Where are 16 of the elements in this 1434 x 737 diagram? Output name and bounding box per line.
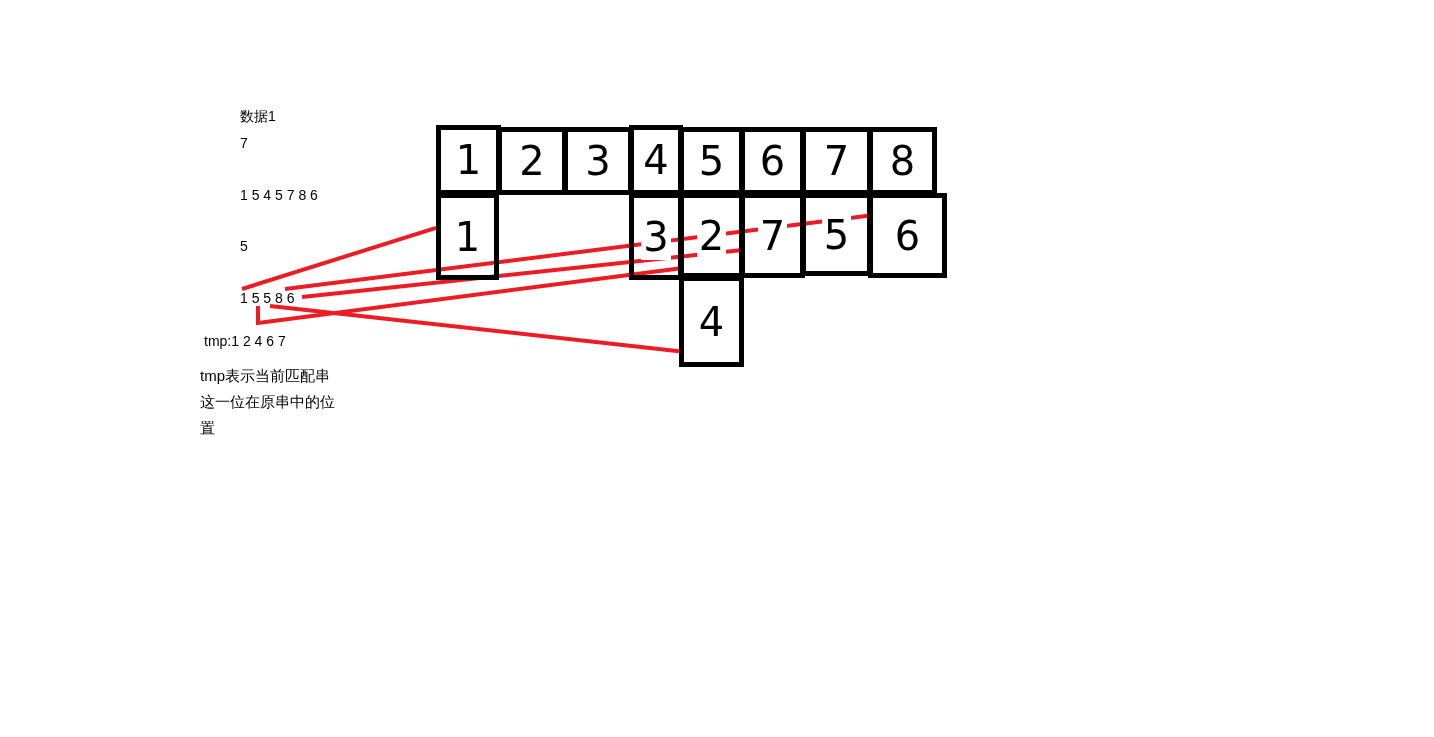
grid-cell: 6 <box>868 193 947 278</box>
sequence-text: 1 5 5 8 6 <box>240 289 295 307</box>
data-text: 1 5 4 5 7 8 6 <box>240 186 318 204</box>
leader-line <box>269 304 680 354</box>
data-text: 5 <box>240 237 248 255</box>
leader-line <box>301 248 741 299</box>
data-text: tmp:1 2 4 6 7 <box>204 332 286 350</box>
data-text: 7 <box>240 134 248 152</box>
data-text: 数据1 <box>240 107 276 125</box>
leader-line <box>241 225 437 291</box>
grid-cell: 4 <box>679 276 744 367</box>
grid-cell: 4 <box>629 125 683 195</box>
leader-line <box>256 266 680 326</box>
grid-cell: 1 <box>436 125 501 195</box>
grid-cell: 1 <box>436 193 499 280</box>
note-text: tmp表示当前匹配串这一位在原串中的位置 <box>200 366 336 438</box>
